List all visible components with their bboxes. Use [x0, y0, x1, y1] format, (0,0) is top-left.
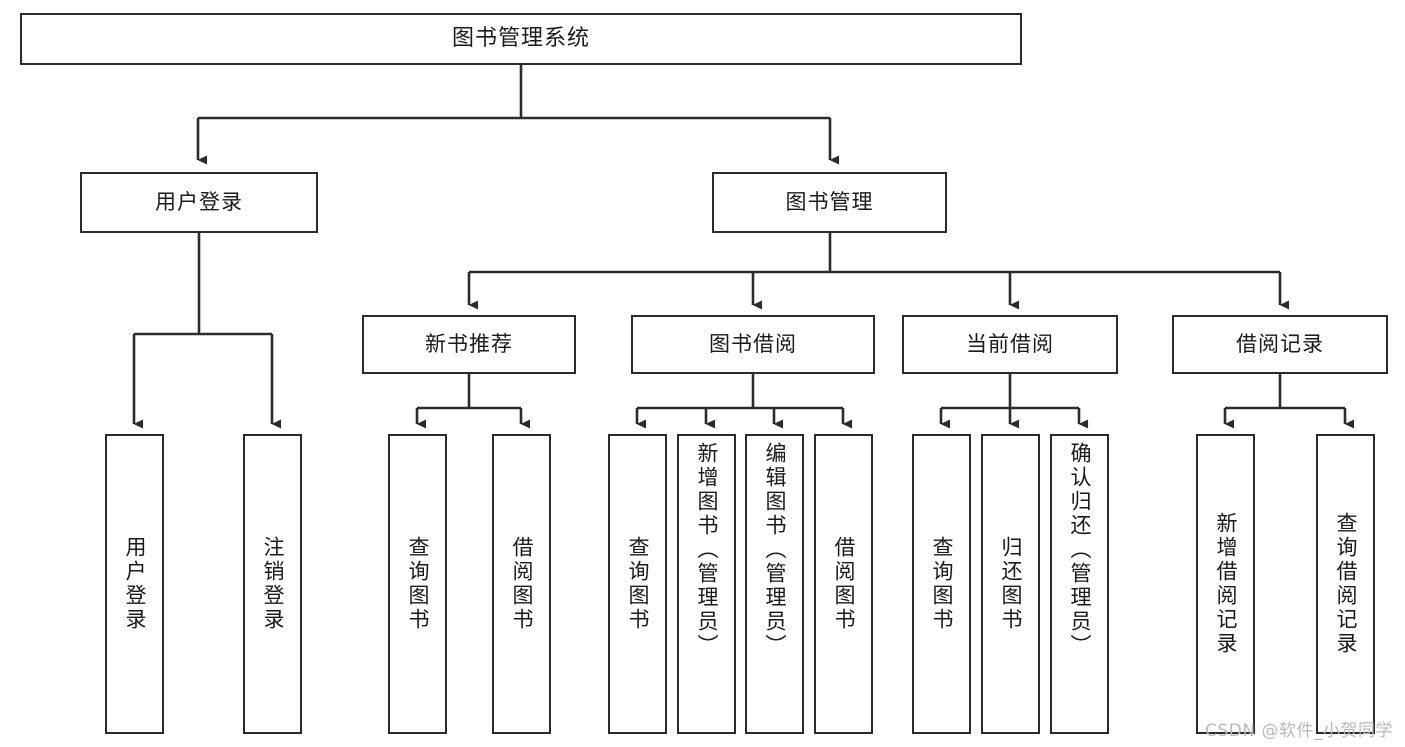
node-label: 新书推荐	[425, 331, 513, 356]
node-user-login[interactable]: 用户登录	[80, 172, 318, 233]
node-label: 图书借阅	[709, 331, 797, 356]
node-label: 新增借阅记录	[1213, 512, 1238, 656]
node-label: 查询图书	[929, 536, 954, 632]
leaf-borrow-book-recommend[interactable]: 借阅图书	[492, 434, 551, 734]
node-new-book-recommend[interactable]: 新书推荐	[362, 315, 576, 374]
leaf-borrow-book[interactable]: 借阅图书	[814, 434, 873, 734]
leaf-user-login[interactable]: 用户登录	[105, 434, 164, 734]
leaf-return-book[interactable]: 归还图书	[981, 434, 1040, 734]
node-label: 注销登录	[260, 536, 285, 632]
watermark: CSDN @软件_小贺同学	[1205, 721, 1393, 741]
node-label: 查询借阅记录	[1333, 512, 1358, 656]
node-label: 图书管理系统	[451, 25, 590, 51]
node-label: 借阅图书	[831, 536, 856, 632]
node-label: 查询图书	[405, 536, 430, 632]
node-label: 当前借阅	[966, 331, 1054, 356]
leaf-logout[interactable]: 注销登录	[243, 434, 302, 734]
node-label: 编辑图书（管理员）	[762, 442, 787, 658]
node-label: 归还图书	[998, 536, 1023, 632]
node-label: 用户登录	[122, 536, 147, 632]
node-book-borrow[interactable]: 图书借阅	[631, 315, 875, 374]
leaf-query-book-recommend[interactable]: 查询图书	[388, 434, 447, 734]
node-label: 新增图书（管理员）	[694, 442, 719, 658]
leaf-add-book-admin[interactable]: 新增图书（管理员）	[677, 434, 736, 734]
node-label: 用户登录	[155, 189, 243, 214]
node-label: 确认归还（管理员）	[1067, 442, 1092, 658]
node-label: 查询图书	[625, 536, 650, 632]
leaf-edit-book-admin[interactable]: 编辑图书（管理员）	[745, 434, 804, 734]
node-label: 图书管理	[785, 189, 874, 214]
node-book-management[interactable]: 图书管理	[712, 172, 947, 233]
leaf-query-book-borrow[interactable]: 查询图书	[608, 434, 667, 734]
leaf-confirm-return-admin[interactable]: 确认归还（管理员）	[1050, 434, 1109, 734]
node-label: 借阅图书	[509, 536, 534, 632]
leaf-query-borrow-record[interactable]: 查询借阅记录	[1316, 434, 1375, 734]
leaf-add-borrow-record[interactable]: 新增借阅记录	[1196, 434, 1255, 734]
node-label: 借阅记录	[1236, 331, 1324, 356]
leaf-query-book-current[interactable]: 查询图书	[912, 434, 971, 734]
node-borrow-record[interactable]: 借阅记录	[1172, 315, 1388, 374]
node-root-book-management-system[interactable]: 图书管理系统	[20, 13, 1022, 65]
node-current-borrow[interactable]: 当前借阅	[902, 315, 1118, 374]
